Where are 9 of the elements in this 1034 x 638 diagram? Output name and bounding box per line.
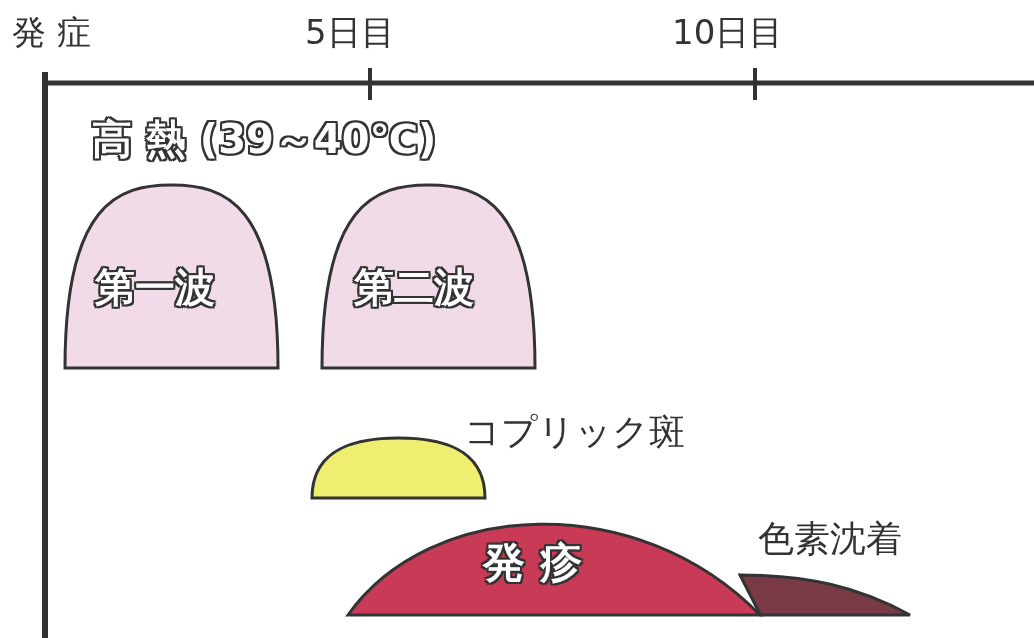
fever-label: 高 熱 (39～40℃) [92, 115, 437, 165]
axis-label: 発 症 [12, 11, 91, 54]
rash-label: 発 疹 [483, 537, 582, 589]
koplik-spots-label: コプリック斑 [464, 410, 685, 454]
wave-label: 第二波 [354, 263, 474, 312]
tick-label: 10日目 [672, 11, 784, 54]
pigmentation-label: 色素沈着 [758, 517, 902, 561]
wave-label: 第一波 [95, 263, 215, 312]
tick-label: 5日目 [305, 11, 395, 54]
